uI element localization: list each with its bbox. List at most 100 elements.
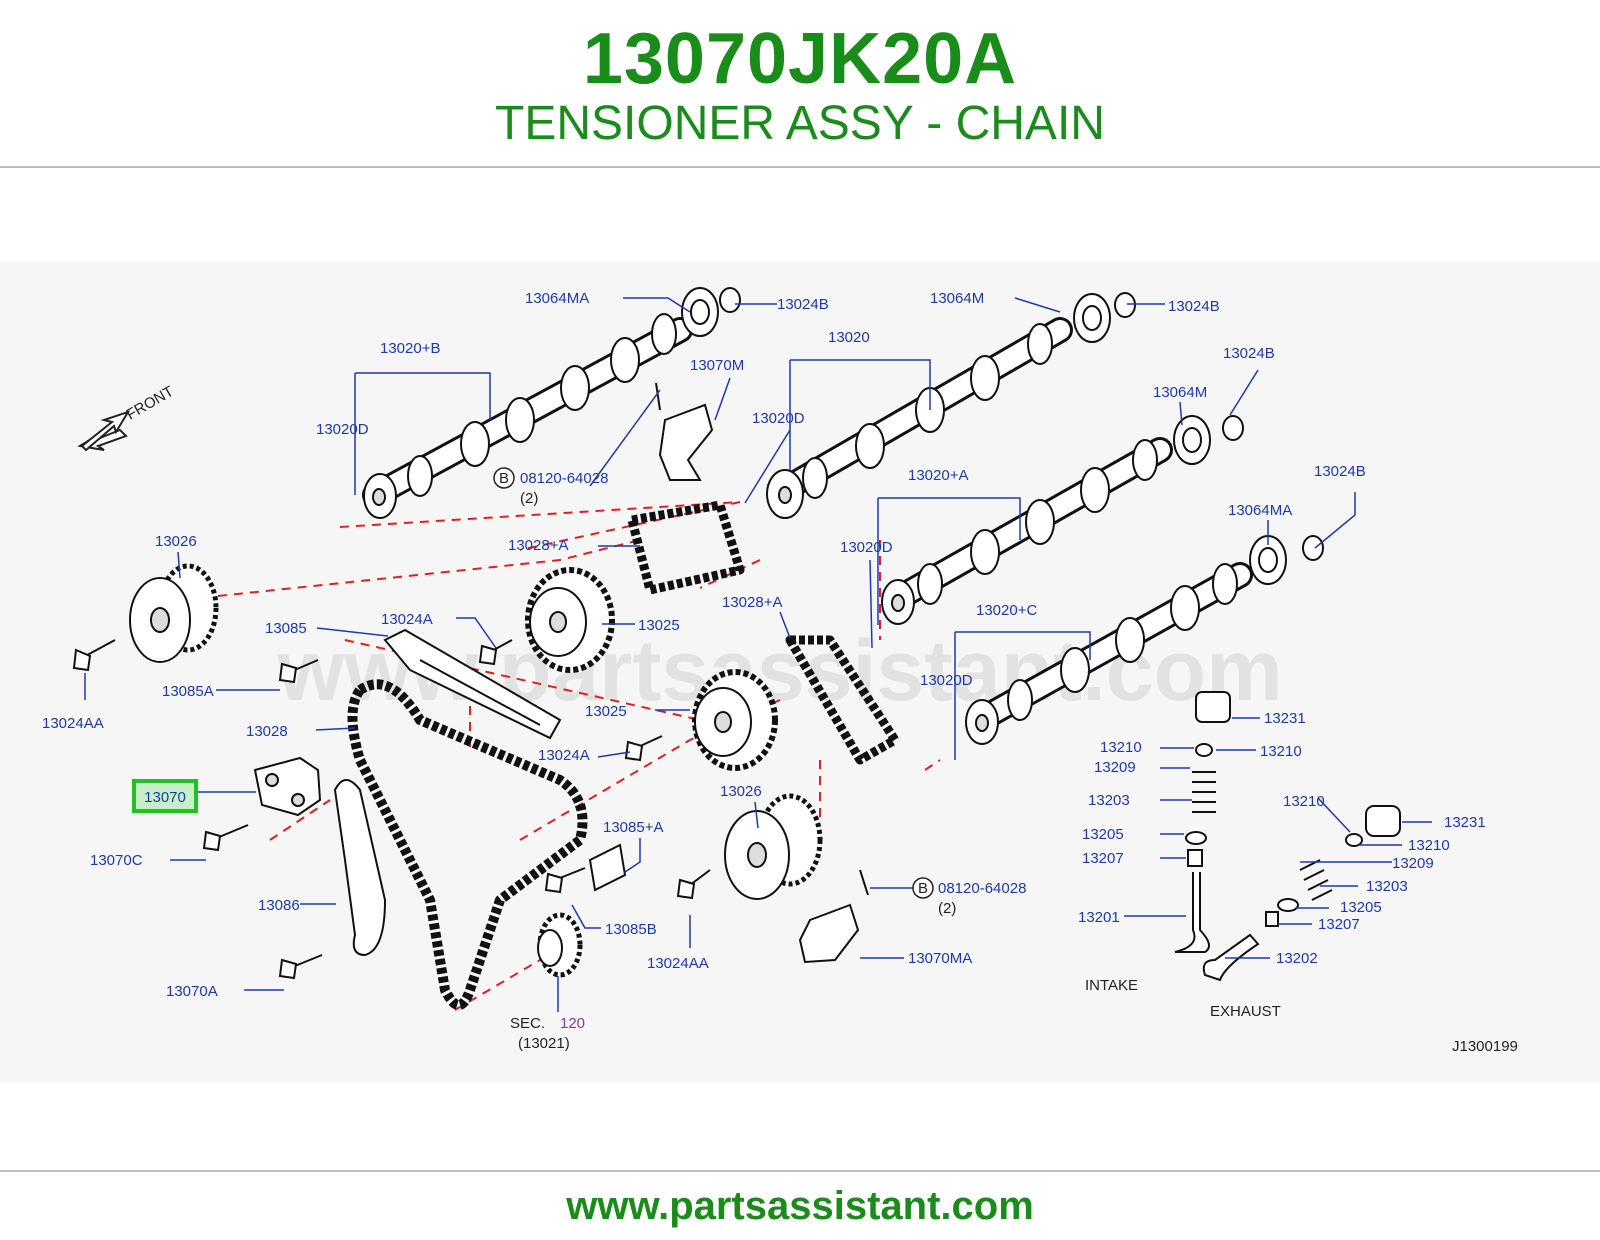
callout-13020a[interactable]: 13020+A — [908, 467, 968, 484]
header-divider — [0, 166, 1600, 168]
callout-13085a[interactable]: 13085A — [162, 683, 214, 700]
callout-13020[interactable]: 13020 — [828, 329, 870, 346]
callout-13070[interactable]: 13070 — [144, 789, 186, 806]
sprocket-13025-lower — [692, 669, 778, 771]
timing-chain-13028 — [347, 679, 588, 1010]
callout-13205-2[interactable]: 13205 — [1340, 899, 1382, 916]
front-label: FRONT — [124, 383, 177, 424]
diagram-id: J1300199 — [1452, 1038, 1518, 1055]
callout-08120-qty-1: (2) — [520, 490, 538, 507]
callout-13026-1[interactable]: 13026 — [155, 533, 197, 550]
callout-13070a[interactable]: 13070A — [166, 983, 218, 1000]
sprocket-13025-upper — [525, 567, 615, 673]
camshaft-seals — [681, 287, 1324, 585]
callout-13201[interactable]: 13201 — [1078, 909, 1120, 926]
callout-13064m-2[interactable]: 13064M — [1153, 384, 1207, 401]
callout-13070m[interactable]: 13070M — [690, 357, 744, 374]
camshaft-exhaust-upper — [766, 317, 1073, 519]
callout-13064ma-top[interactable]: 13064MA — [525, 290, 589, 307]
callout-13085b[interactable]: 13085B — [605, 921, 657, 938]
callout-13028[interactable]: 13028 — [246, 723, 288, 740]
bolt-b-symbol-1 — [493, 467, 515, 489]
label-sec: SEC. — [510, 1015, 545, 1032]
callout-13024b-1[interactable]: 13024B — [777, 296, 829, 313]
tensioner-13070m — [658, 403, 714, 481]
callout-13207-1[interactable]: 13207 — [1082, 850, 1124, 867]
callout-13205-1[interactable]: 13205 — [1082, 826, 1124, 843]
callout-13210-1[interactable]: 13210 — [1100, 739, 1142, 756]
callout-13025-2[interactable]: 13025 — [585, 703, 627, 720]
label-intake: INTAKE — [1085, 977, 1138, 994]
bolts — [72, 382, 869, 980]
bolt-b-symbol-2 — [912, 877, 934, 899]
callout-13024b-3[interactable]: 13024B — [1223, 345, 1275, 362]
diagram-canvas: www.partsassistant.com FRONT — [42, 287, 1518, 1055]
chain-13028a-upper — [627, 500, 745, 595]
camshaft-exhaust-lower — [965, 562, 1253, 745]
valve-train-intake — [1174, 691, 1231, 953]
link-sec-120[interactable]: 120 — [560, 1015, 585, 1032]
callout-13209-1[interactable]: 13209 — [1094, 759, 1136, 776]
callout-08120-64028-2[interactable]: 08120-64028 — [938, 880, 1026, 897]
label-exhaust: EXHAUST — [1210, 1003, 1281, 1020]
callout-13202[interactable]: 13202 — [1276, 950, 1318, 967]
callout-13064m-1[interactable]: 13064M — [930, 290, 984, 307]
chain-guide-13085a — [588, 843, 627, 892]
callout-13070ma[interactable]: 13070MA — [908, 950, 972, 967]
chain-guide-13085 — [383, 628, 562, 740]
callout-13024a-2[interactable]: 13024A — [538, 747, 590, 764]
callout-13209-2[interactable]: 13209 — [1392, 855, 1434, 872]
callout-13024aa-1[interactable]: 13024AA — [42, 715, 104, 732]
callout-08120-qty-2: (2) — [938, 900, 956, 917]
front-arrow-icon — [77, 410, 131, 452]
callout-13086[interactable]: 13086 — [258, 897, 300, 914]
callout-13231-2[interactable]: 13231 — [1444, 814, 1486, 831]
label-sec-ref: (13021) — [518, 1035, 570, 1052]
callout-13203-1[interactable]: 13203 — [1088, 792, 1130, 809]
callout-13024b-2[interactable]: 13024B — [1168, 298, 1220, 315]
callout-13025-1[interactable]: 13025 — [638, 617, 680, 634]
callout-13020b[interactable]: 13020+B — [380, 340, 440, 357]
callout-13064ma-2[interactable]: 13064MA — [1228, 502, 1292, 519]
callout-13210-3[interactable]: 13210 — [1283, 793, 1325, 810]
parts-diagram: www.partsassistant.com FRONT — [0, 262, 1600, 1082]
callout-13020d-3[interactable]: 13020D — [840, 539, 893, 556]
callout-08120-64028-1[interactable]: 08120-64028 — [520, 470, 608, 487]
callout-13085a2[interactable]: 13085+A — [603, 819, 663, 836]
callout-13024b-4[interactable]: 13024B — [1314, 463, 1366, 480]
bolt-b-letter-2: B — [918, 880, 928, 897]
tensioner-13070 — [253, 756, 322, 817]
leader-lines — [84, 297, 1432, 1012]
callout-13085[interactable]: 13085 — [265, 620, 307, 637]
callout-13020d-2[interactable]: 13020D — [752, 410, 805, 427]
slack-guide-13086 — [333, 779, 387, 957]
footer-url[interactable]: www.partsassistant.com — [566, 1184, 1034, 1228]
callout-13028a-2[interactable]: 13028+A — [722, 594, 782, 611]
callout-13203-2[interactable]: 13203 — [1366, 878, 1408, 895]
callout-13020d-1[interactable]: 13020D — [316, 421, 369, 438]
bolt-b-letter-1: B — [499, 470, 509, 487]
chain-13028a-lower — [785, 635, 900, 765]
tensioner-13070ma — [798, 903, 860, 964]
callout-13024aa-2[interactable]: 13024AA — [647, 955, 709, 972]
callout-13026-2[interactable]: 13026 — [720, 783, 762, 800]
callout-13231-1[interactable]: 13231 — [1264, 710, 1306, 727]
callout-13070c[interactable]: 13070C — [90, 852, 143, 869]
callout-13028a-1[interactable]: 13028+A — [508, 537, 568, 554]
camshaft-intake-upper — [362, 313, 693, 519]
callout-13020c[interactable]: 13020+C — [976, 602, 1037, 619]
callout-13210-2[interactable]: 13210 — [1260, 743, 1302, 760]
callout-13207-2[interactable]: 13207 — [1318, 916, 1360, 933]
page-header: 13070JK20A TENSIONER ASSY - CHAIN — [0, 0, 1600, 168]
part-number-title: 13070JK20A — [582, 19, 1018, 99]
camshaft-intake-lower — [881, 437, 1173, 625]
callout-13070-highlight[interactable] — [132, 779, 198, 813]
sprocket-13026-upper — [129, 563, 219, 663]
callout-13020d-4[interactable]: 13020D — [920, 672, 973, 689]
sprocket-crank — [537, 912, 583, 978]
part-name-subtitle: TENSIONER ASSY - CHAIN — [495, 97, 1105, 150]
callout-13210-4[interactable]: 13210 — [1408, 837, 1450, 854]
callout-13024a-1[interactable]: 13024A — [381, 611, 433, 628]
footer-divider — [0, 1170, 1600, 1172]
sprocket-13026-lower — [724, 793, 823, 900]
